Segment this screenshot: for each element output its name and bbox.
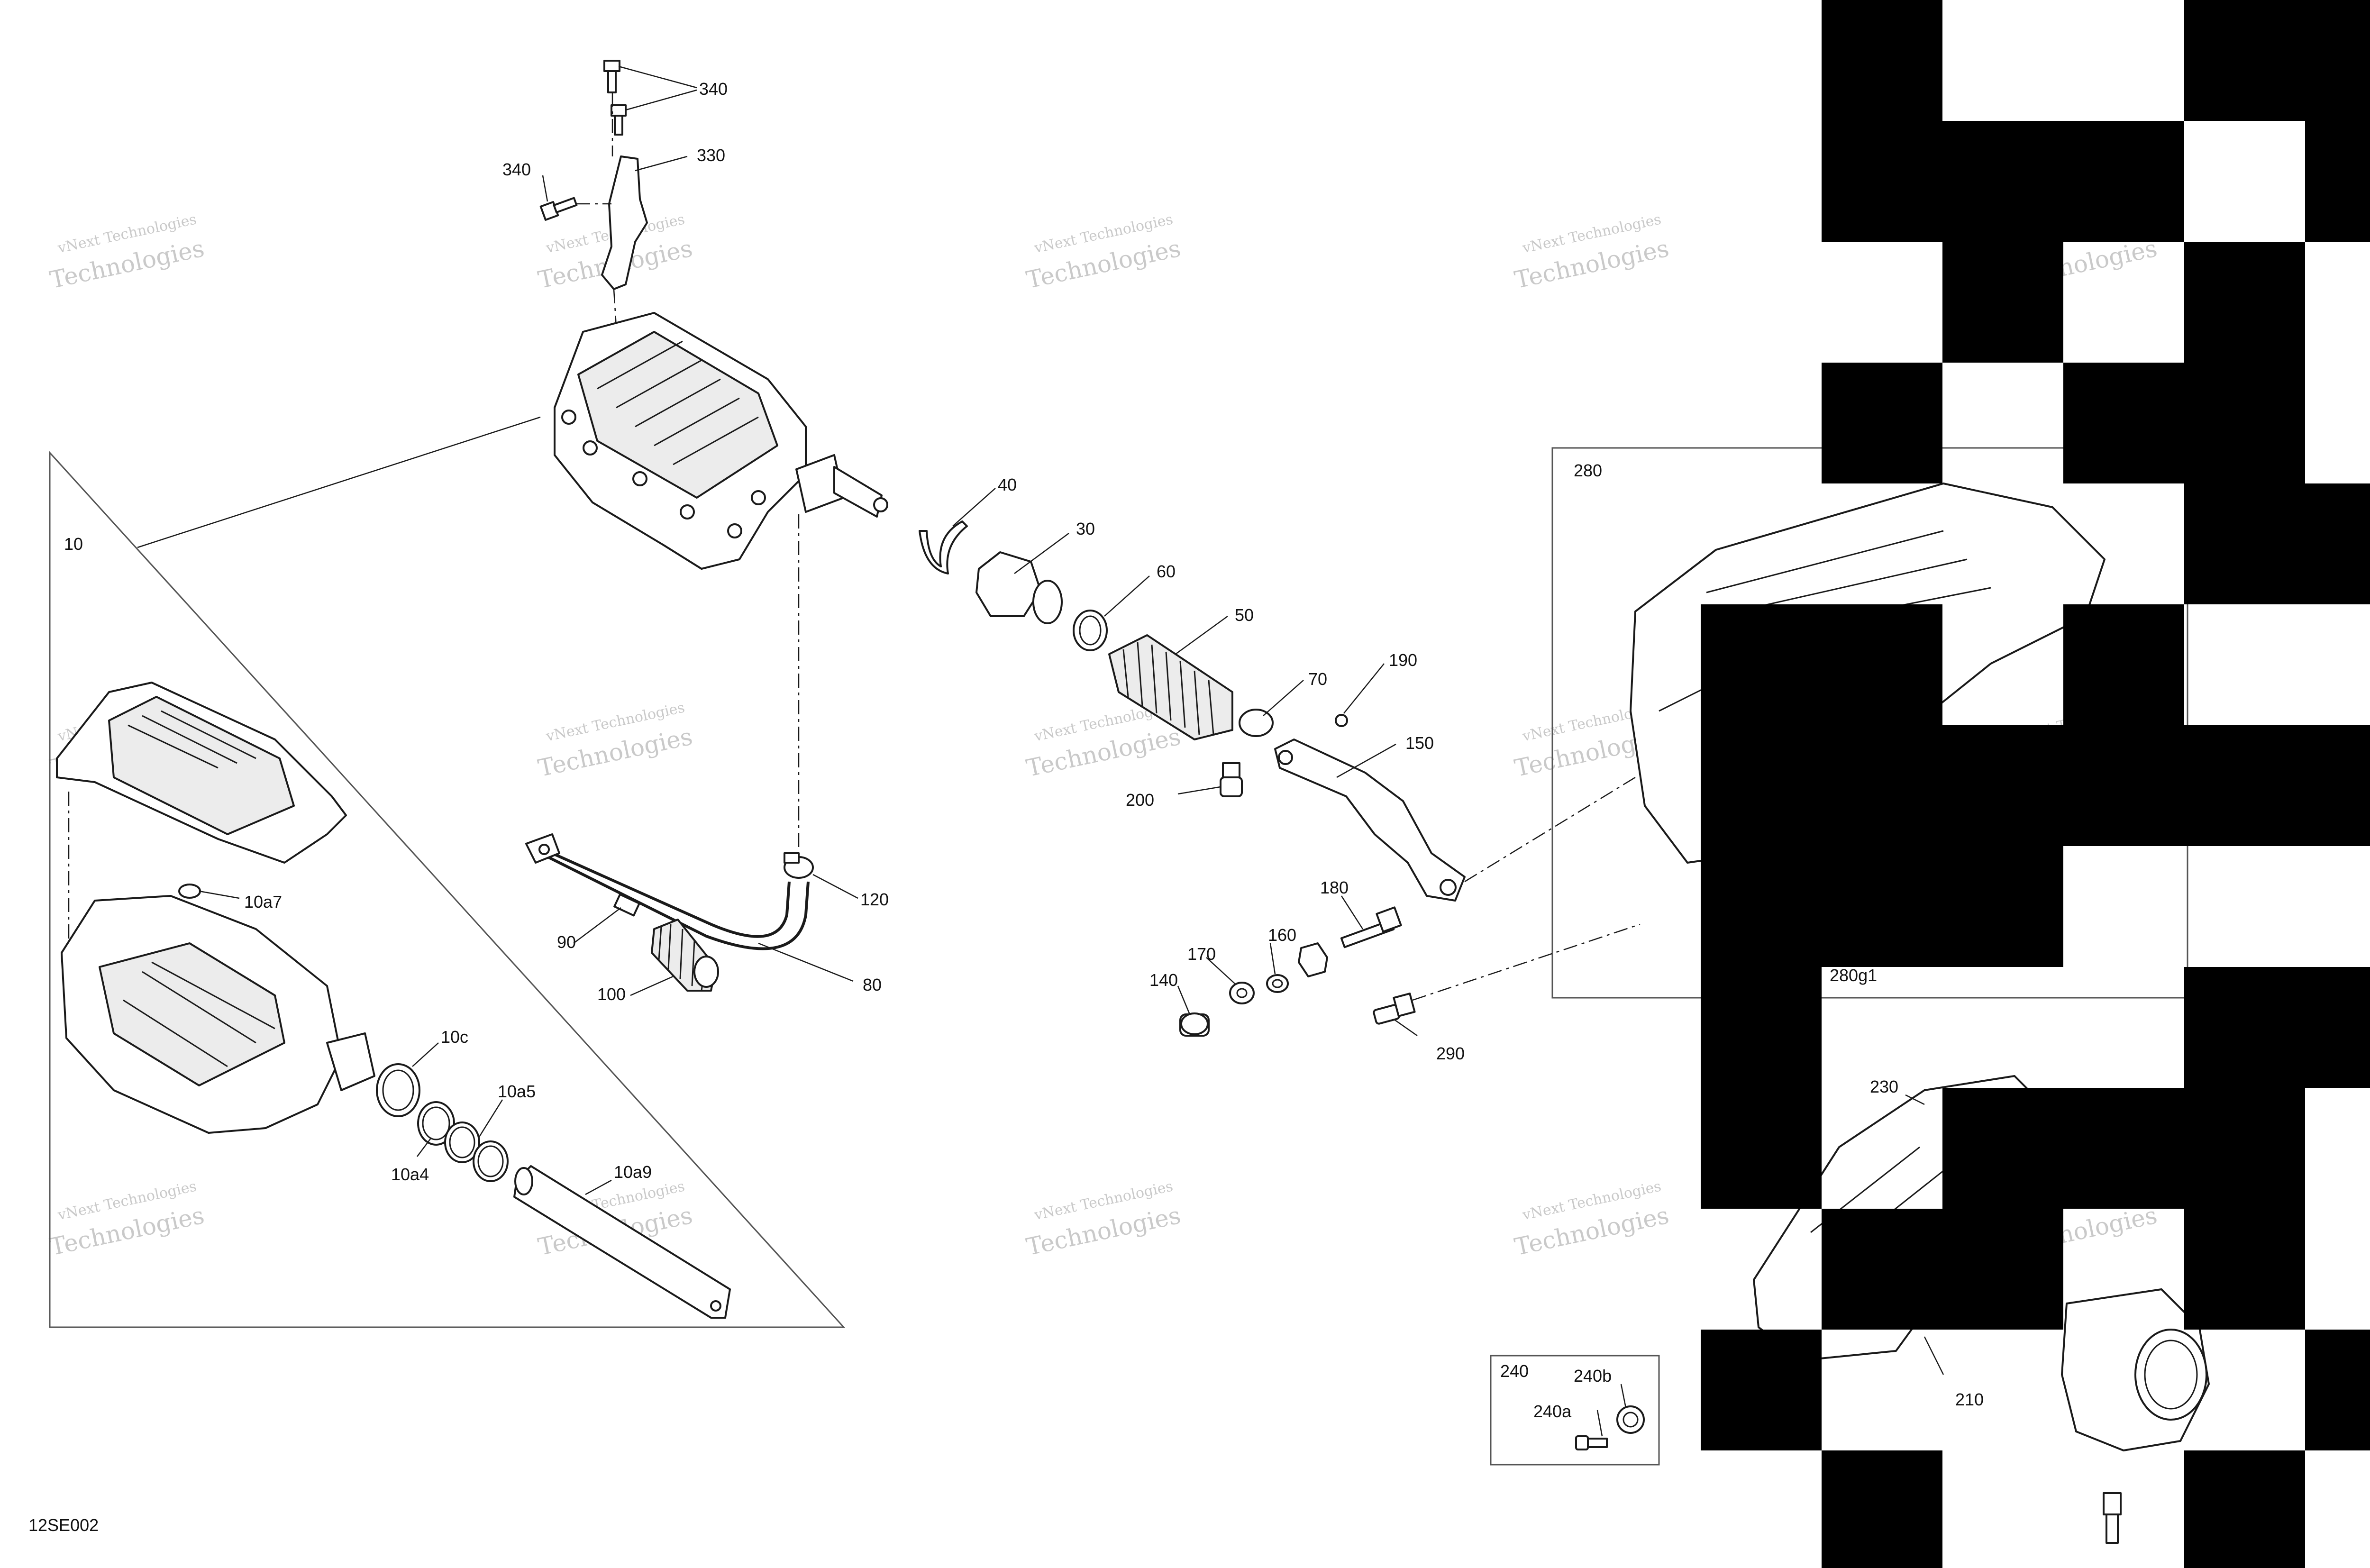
callout-280: 280 (1574, 461, 1602, 480)
callout-290: 290 (1436, 1044, 1465, 1063)
callout-160: 160 (1268, 925, 1296, 945)
callout-80: 80 (863, 975, 882, 994)
callout-100: 100 (597, 985, 626, 1004)
sensor-bottom (2103, 1492, 2122, 1544)
callout-330: 330 (697, 146, 725, 165)
callout-90: 90 (557, 932, 576, 952)
callout-180: 180 (1320, 878, 1349, 897)
lever-150 (1274, 738, 1466, 902)
fitting-290 (1373, 993, 1416, 1025)
hose-80 (530, 842, 810, 950)
occlusion-blocks (1701, 0, 2370, 1568)
bolt-180 (1340, 906, 1402, 948)
box-240 (1490, 1355, 1660, 1466)
nut-180-side (1298, 942, 1328, 977)
bellows-50 (1108, 634, 1233, 740)
callout-10a5: 10a5 (498, 1082, 536, 1101)
callout-210: 210 (1955, 1390, 1984, 1409)
subassembly-10-shaft (326, 1032, 375, 1091)
callout-200: 200 (1126, 790, 1154, 810)
spacer-170 (1229, 982, 1255, 1004)
ring-70 (1239, 709, 1274, 737)
callout-170: 170 (1187, 944, 1216, 964)
rod-10a9 (513, 1165, 731, 1319)
bracket-330 (601, 155, 648, 290)
clip-40 (919, 520, 968, 574)
callout-70: 70 (1308, 669, 1327, 689)
pin-200 (1220, 762, 1243, 797)
bellows-100 (651, 919, 719, 992)
callout-30: 30 (1076, 519, 1095, 538)
screw-190 (1335, 714, 1348, 727)
leader-lines (199, 65, 1944, 1437)
subassembly-10-frame (49, 451, 846, 1328)
callout-140: 140 (1149, 970, 1178, 990)
bolt-340-top (603, 60, 620, 93)
callout-120: 120 (860, 890, 889, 909)
callout-340-left: 340 (502, 160, 531, 179)
callout-60: 60 (1157, 562, 1176, 581)
callout-340-top: 340 (699, 79, 728, 99)
bushing-140 (1179, 1012, 1210, 1037)
diagram-id: 12SE002 (28, 1515, 99, 1535)
axis-330 (613, 289, 617, 328)
subassembly-10-cover (56, 682, 347, 864)
leader-10 (137, 416, 541, 548)
callout-280g1: 280g1 (1830, 966, 1877, 985)
callout-10a7: 10a7 (244, 892, 282, 912)
shaft-output (795, 454, 888, 518)
callout-190: 190 (1389, 650, 1417, 670)
washer-160 (1266, 974, 1289, 993)
callout-240a: 240a (1533, 1402, 1572, 1421)
callout-230: 230 (1870, 1077, 1898, 1096)
oring-10a7 (178, 884, 201, 899)
callout-40: 40 (998, 475, 1017, 494)
callout-labels: 340 340 330 10 40 30 60 50 70 190 150 20… (28, 79, 1984, 1535)
subassembly-10-body (61, 895, 342, 1134)
bolt-340-left (539, 197, 578, 221)
callout-240b: 240b (1574, 1366, 1612, 1386)
axis-lever-cover (1464, 776, 1636, 883)
callout-240: 240 (1500, 1361, 1529, 1381)
nut-30 (975, 551, 1063, 624)
callout-10a9: 10a9 (614, 1162, 652, 1182)
elbow-210 (2061, 1288, 2210, 1451)
callout-10c: 10c (441, 1027, 468, 1047)
callout-150: 150 (1405, 733, 1434, 753)
ring-10a4 (417, 1101, 455, 1146)
clamp-120 (784, 852, 814, 879)
fitting-90 (613, 893, 640, 917)
callout-50: 50 (1235, 605, 1254, 625)
screw-240a (1575, 1435, 1608, 1450)
callout-10: 10 (64, 534, 83, 554)
callout-10a4: 10a4 (391, 1165, 429, 1184)
hose-80-end (525, 833, 560, 864)
spacer-240b (1616, 1405, 1645, 1434)
bolt-340-mid (611, 104, 627, 136)
axis-290 (1412, 923, 1641, 1001)
housing-main (554, 312, 807, 570)
